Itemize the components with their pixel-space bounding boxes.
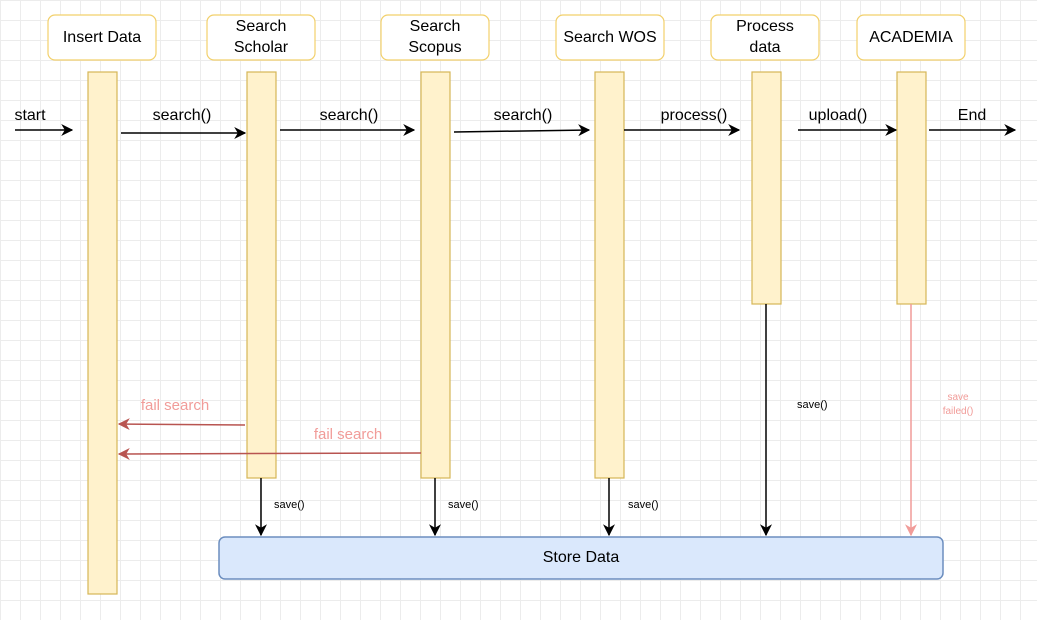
message-label-search-3: search(): [494, 107, 553, 124]
message-upload[interactable]: upload(): [798, 107, 898, 136]
message-search-scopus[interactable]: search(): [280, 107, 416, 136]
save-failed-label-line-1: save: [947, 392, 969, 403]
save-scopus[interactable]: save(): [429, 478, 479, 537]
fail-label-2: fail search: [314, 426, 382, 443]
fail-label-1: fail search: [141, 397, 209, 414]
lifeline-academia[interactable]: [896, 71, 927, 305]
arrow-fail-search-2: [117, 447, 422, 460]
message-process[interactable]: process(): [624, 107, 741, 136]
participant-search-scholar[interactable]: Search Scholar: [206, 14, 316, 61]
save-scholar[interactable]: save(): [255, 478, 305, 537]
message-label-search-2: search(): [320, 107, 379, 124]
message-start[interactable]: start: [14, 107, 74, 136]
message-label-start: start: [14, 107, 46, 124]
participant-process-data[interactable]: Process data: [710, 14, 820, 61]
participant-label: Insert Data: [63, 29, 141, 46]
participant-label-line-1: Search: [410, 18, 461, 35]
lifeline-search-scopus[interactable]: [420, 71, 451, 479]
message-fail-search-scholar[interactable]: fail search: [117, 397, 246, 431]
arrow-fail-search-1: [117, 418, 246, 431]
participant-header-box: [555, 14, 665, 61]
message-fail-search-scopus[interactable]: fail search: [117, 426, 422, 460]
participant-header-box: [380, 14, 490, 61]
participant-label-line-1: Process: [736, 18, 794, 35]
save-label-scholar: save(): [274, 499, 305, 511]
participant-insert-data[interactable]: Insert Data: [47, 14, 157, 61]
message-search-scholar[interactable]: search(): [121, 107, 247, 139]
save-process[interactable]: save(): [760, 304, 828, 537]
message-label-process: process(): [661, 107, 728, 124]
participant-header-box: [710, 14, 820, 61]
store-data-box: [218, 536, 944, 580]
participant-academia[interactable]: ACADEMIA: [856, 14, 966, 61]
arrow-search-3: [453, 124, 591, 137]
participant-header-box: [47, 14, 157, 61]
participant-label-line-2: data: [749, 39, 780, 56]
participant-label: Search WOS: [563, 29, 656, 46]
lifeline-insert-data[interactable]: [87, 71, 118, 595]
participant-search-wos[interactable]: Search WOS: [555, 14, 665, 61]
lifeline-process-data[interactable]: [751, 71, 782, 305]
participant-label-line-2: Scholar: [234, 39, 289, 56]
participant-header-box: [856, 14, 966, 61]
participant-search-scopus[interactable]: Search Scopus: [380, 14, 490, 61]
lifeline-search-scholar[interactable]: [246, 71, 277, 479]
save-label-scopus: save(): [448, 499, 479, 511]
lifeline-search-wos[interactable]: [594, 71, 625, 479]
save-failed-label-line-2: failed(): [943, 406, 974, 417]
store-data-node[interactable]: Store Data: [218, 536, 944, 580]
participant-label-line-1: Search: [236, 18, 287, 35]
save-failed-academia[interactable]: save failed(): [905, 304, 974, 537]
message-label-end: End: [958, 107, 986, 124]
participant-label-line-2: Scopus: [408, 39, 461, 56]
message-label-search-1: search(): [153, 107, 212, 124]
message-end[interactable]: End: [929, 107, 1017, 136]
store-data-label: Store Data: [543, 549, 620, 566]
message-label-upload: upload(): [809, 107, 868, 124]
participant-label: ACADEMIA: [869, 29, 953, 46]
participant-header-box: [206, 14, 316, 61]
save-label-wos: save(): [628, 499, 659, 511]
message-search-wos[interactable]: search(): [453, 107, 591, 137]
save-label-process: save(): [797, 399, 828, 411]
save-wos[interactable]: save(): [603, 478, 659, 537]
